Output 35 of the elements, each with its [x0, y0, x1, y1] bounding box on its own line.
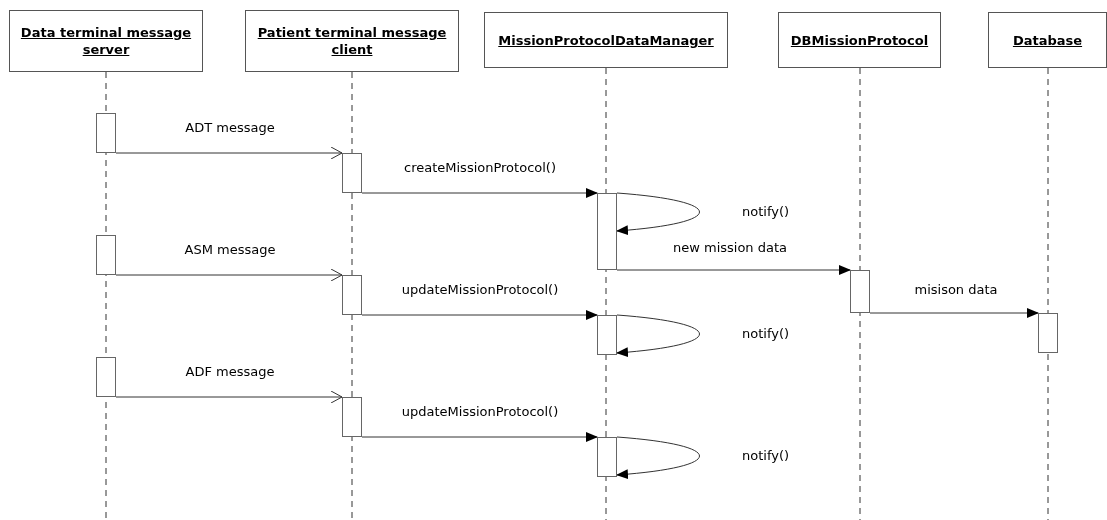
activation-bar [597, 193, 617, 270]
message-arrow [115, 146, 343, 160]
lifeline-head-box: Data terminal message server [9, 10, 203, 72]
message-arrow [115, 390, 343, 404]
activation-bar [850, 270, 870, 313]
self-message-arrow [616, 436, 700, 479]
activation-bar [342, 153, 362, 193]
lifeline-head-box: MissionProtocolDataManager [484, 12, 728, 68]
activation-bar [96, 113, 116, 153]
lifeline-head-box: Patient terminal message client [245, 10, 459, 72]
self-message-arrow [616, 192, 700, 235]
edge-label: ASM message [182, 242, 278, 257]
activation-bar [342, 275, 362, 315]
message-arrow [115, 268, 343, 282]
message-arrow [361, 432, 598, 442]
self-message-arrow [616, 314, 700, 357]
edge-label: new mission data [671, 240, 789, 255]
activation-bar [96, 357, 116, 397]
activation-bar [597, 315, 617, 355]
edge-label: ADF message [183, 364, 277, 379]
edge-label: ADT message [183, 120, 277, 135]
activation-bar [597, 437, 617, 477]
edge-label: createMissionProtocol() [402, 160, 558, 175]
activation-bar [342, 397, 362, 437]
lifeline-head-box: Database [988, 12, 1107, 68]
activation-bar [96, 235, 116, 275]
message-arrow [361, 310, 598, 320]
lifeline-head-box: DBMissionProtocol [778, 12, 941, 68]
message-arrow [869, 308, 1039, 318]
message-arrow [616, 265, 851, 275]
edge-label: updateMissionProtocol() [399, 282, 561, 297]
edge-label: updateMissionProtocol() [399, 404, 561, 419]
edge-label: misison data [912, 282, 1000, 297]
message-arrow [361, 188, 598, 198]
activation-bar [1038, 313, 1058, 353]
